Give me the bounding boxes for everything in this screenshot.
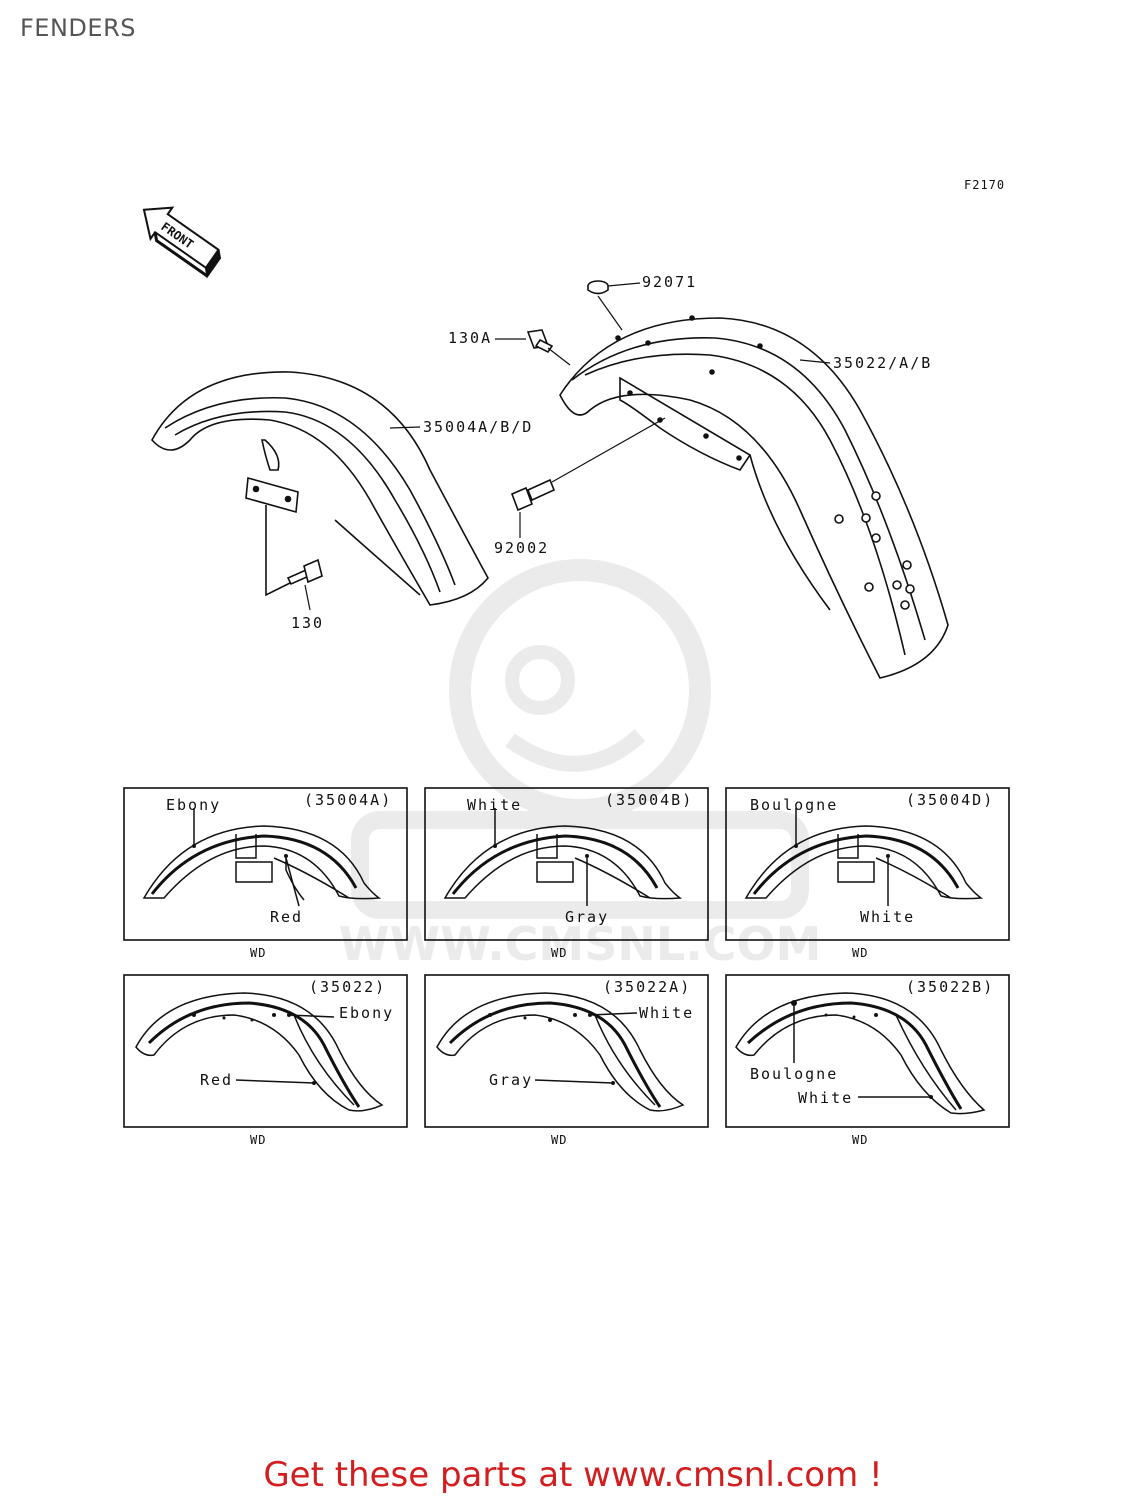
- variant-footer: WD: [551, 946, 567, 960]
- variant-code: (35004D): [906, 791, 994, 809]
- variant-code: (35022B): [906, 978, 994, 996]
- variant-upper-color: Boulogne: [750, 1065, 838, 1083]
- rear-bolt-icon: [510, 478, 556, 512]
- variant-footer: WD: [250, 946, 266, 960]
- variant-footer: WD: [852, 946, 868, 960]
- front-bolt-icon: [286, 558, 323, 586]
- variant-code: (35022A): [603, 978, 691, 996]
- variant-upper-color: White: [467, 796, 522, 814]
- front-fender-drawing: [151, 371, 489, 606]
- callout-130: 130: [291, 614, 324, 632]
- variant-lower-color: Red: [270, 908, 303, 926]
- variant-code: (35022): [309, 978, 386, 996]
- variant-lower-color: White: [860, 908, 915, 926]
- callout-92002: 92002: [494, 539, 549, 557]
- callout-35004abd: 35004A/B/D: [423, 418, 533, 436]
- rear-top-bolt-icon: [526, 329, 554, 354]
- variant-lower-color: Gray: [565, 908, 609, 926]
- variant-lower-color: Gray: [489, 1071, 533, 1089]
- variant-footer: WD: [551, 1133, 567, 1147]
- leader-lines: [304, 282, 831, 611]
- fenders-diagram: F2170 FRONT: [123, 178, 1010, 1147]
- callout-130a: 130A: [448, 329, 492, 347]
- variant-upper-color: Boulogne: [750, 796, 838, 814]
- footer-cta[interactable]: Get these parts at www.cmsnl.com !: [263, 1455, 883, 1495]
- variant-35004a: (35004A) Ebony Red: [123, 787, 408, 941]
- callout-35022ab: 35022/A/B: [833, 354, 932, 372]
- page-title: FENDERS: [20, 14, 136, 42]
- variant-35004d: (35004D) Boulogne White: [725, 787, 1010, 941]
- variant-code: (35004B): [605, 791, 693, 809]
- rear-cap-icon: [587, 280, 609, 295]
- variant-35022a: (35022A) White Gray: [424, 974, 709, 1128]
- variant-upper-color: Ebony: [339, 1004, 394, 1022]
- variant-lower-color: White: [798, 1089, 853, 1107]
- variant-upper-color: White: [639, 1004, 694, 1022]
- figure-code: F2170: [964, 178, 1005, 192]
- variant-footer: WD: [852, 1133, 868, 1147]
- variant-35022: (35022) Ebony Red: [123, 974, 408, 1128]
- variant-upper-color: Ebony: [166, 796, 221, 814]
- variant-35004b: (35004B) White Gray: [424, 787, 709, 941]
- variant-35022b: (35022B) Boulogne White: [725, 974, 1010, 1128]
- callout-92071: 92071: [642, 273, 697, 291]
- variant-code: (35004A): [304, 791, 392, 809]
- rear-fender-drawing: [559, 315, 949, 679]
- variant-lower-color: Red: [200, 1071, 233, 1089]
- front-arrow-icon: FRONT: [142, 206, 222, 279]
- variant-footer: WD: [250, 1133, 266, 1147]
